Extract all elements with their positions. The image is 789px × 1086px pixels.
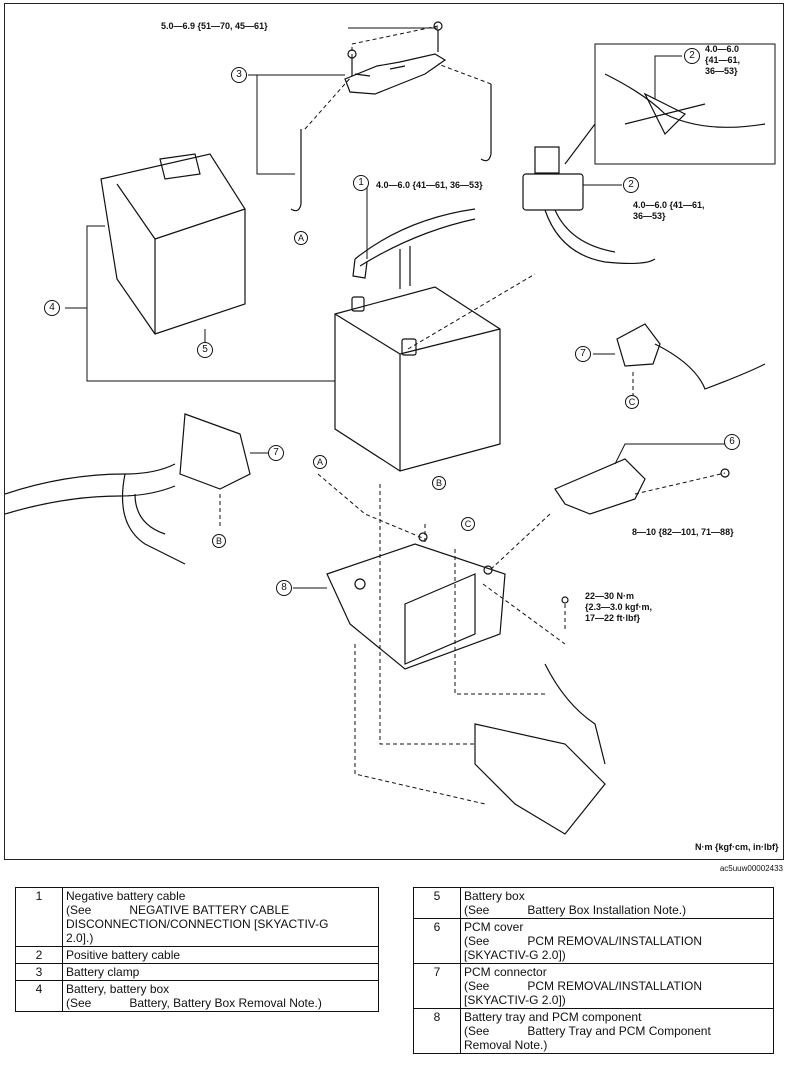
legend-table-right: 5 Battery box (See Battery Box Installati… bbox=[413, 887, 774, 1054]
legend-number: 4 bbox=[15, 980, 63, 1012]
legend-row: 4 Battery, battery box (See Battery, Batt… bbox=[15, 980, 379, 1012]
callout-7-left: 7 bbox=[268, 445, 284, 461]
ref-letter-c-tray: C bbox=[461, 517, 475, 531]
legend-row: 1 Negative battery cable (See NEGATIVE BA… bbox=[15, 887, 379, 947]
legend-description: Battery clamp bbox=[62, 963, 379, 981]
callout-8: 8 bbox=[276, 580, 292, 596]
pcm-cover-drawing bbox=[554, 458, 730, 515]
legend-number: 3 bbox=[15, 963, 63, 981]
torque-clamp-nuts: 5.0—6.9 {51—70, 45—61} bbox=[161, 21, 268, 31]
reference-link-cont[interactable]: 2.0].) bbox=[66, 931, 94, 945]
legend-description: PCM cover (See PCM REMOVAL/INSTALLATION [… bbox=[460, 918, 774, 964]
ref-letter-a: A bbox=[294, 231, 308, 245]
legend-description: PCM connector (See PCM REMOVAL/INSTALLATI… bbox=[460, 963, 774, 1009]
legend-number: 1 bbox=[15, 887, 63, 947]
legend-row: 5 Battery box (See Battery Box Installati… bbox=[413, 887, 774, 919]
legend-table-left: 1 Negative battery cable (See NEGATIVE BA… bbox=[15, 887, 379, 1012]
legend-line: (See PCM REMOVAL/INSTALLATION bbox=[464, 979, 770, 993]
legend-description: Negative battery cable (See NEGATIVE BATT… bbox=[62, 887, 379, 947]
callout-4: 4 bbox=[44, 300, 60, 316]
reference-link-cont[interactable]: DISCONNECTION/CONNECTION [SKYACTIV-G bbox=[66, 917, 329, 931]
reference-link[interactable]: PCM REMOVAL/INSTALLATION bbox=[527, 934, 703, 948]
legend-description: Positive battery cable bbox=[62, 946, 379, 964]
torque-positive-terminal: 4.0—6.0 {41—61, 36—53} bbox=[633, 200, 705, 221]
reference-link[interactable]: Battery Box Installation Note.) bbox=[527, 903, 687, 917]
legend-line: PCM connector bbox=[464, 965, 547, 979]
pcm-bracket-drawing bbox=[474, 663, 606, 835]
torque-negative-terminal: 4.0—6.0 {41—61, 36—53} bbox=[376, 180, 483, 190]
inset-view bbox=[564, 43, 776, 165]
torque-pcm-cover: 8—10 {82—101, 71—88} bbox=[632, 527, 734, 537]
figure-code: ac5uuw00002433 bbox=[719, 864, 783, 873]
legend-line: (See Battery Tray and PCM Component bbox=[464, 1024, 770, 1038]
torque-positive-inset: 4.0—6.0 {41—61, 36—53} bbox=[705, 44, 741, 76]
legend-number: 6 bbox=[413, 918, 461, 964]
legend-row: 2 Positive battery cable bbox=[15, 946, 379, 964]
battery-box-drawing bbox=[100, 153, 246, 335]
ref-letter-b: B bbox=[212, 534, 226, 548]
reference-link-cont[interactable]: Removal Note.) bbox=[464, 1038, 548, 1052]
callout-2-inset: 2 bbox=[684, 48, 700, 64]
legend-row: 3 Battery clamp bbox=[15, 963, 379, 981]
reference-link-cont[interactable]: [SKYACTIV-G 2.0]) bbox=[464, 993, 566, 1007]
positive-cable-drawing bbox=[522, 146, 656, 265]
see-text: (See bbox=[464, 903, 490, 917]
legend-line: (See NEGATIVE BATTERY CABLE bbox=[66, 903, 375, 917]
callout-7: 7 bbox=[575, 346, 591, 362]
units-note: N·m {kgf·cm, in·lbf} bbox=[695, 842, 779, 852]
legend-row: 7 PCM connector (See PCM REMOVAL/INSTALLA… bbox=[413, 963, 774, 1009]
ref-letter-b-tray: B bbox=[432, 476, 446, 490]
reference-link-cont[interactable]: [SKYACTIV-G 2.0]) bbox=[464, 948, 566, 962]
reference-link[interactable]: Battery, Battery Box Removal Note.) bbox=[129, 996, 322, 1010]
exploded-diagram: 5.0—6.9 {51—70, 45—61} 4.0—6.0 {41—61, 3… bbox=[4, 3, 784, 860]
legend-line: Battery tray and PCM component bbox=[464, 1010, 642, 1024]
legend-line: Negative battery cable bbox=[66, 889, 186, 903]
callout-5: 5 bbox=[197, 342, 213, 358]
see-text: (See bbox=[464, 934, 490, 948]
diagram-drawing bbox=[5, 21, 776, 835]
reference-link[interactable]: PCM REMOVAL/INSTALLATION bbox=[527, 979, 703, 993]
legend-number: 2 bbox=[15, 946, 63, 964]
legend-line: Battery, battery box bbox=[66, 982, 170, 996]
see-text: (See bbox=[66, 996, 92, 1010]
negative-cable-drawing bbox=[352, 208, 476, 289]
legend-description: Battery box (See Battery Box Installation… bbox=[460, 887, 774, 919]
legend-line: Battery box bbox=[464, 889, 525, 903]
callout-1: 1 bbox=[353, 175, 369, 191]
legend-description: Battery, battery box (See Battery, Batter… bbox=[62, 980, 379, 1012]
ref-letter-c: C bbox=[625, 395, 639, 409]
legend-line: (See PCM REMOVAL/INSTALLATION bbox=[464, 934, 770, 948]
battery-tray-drawing bbox=[326, 532, 569, 670]
reference-link[interactable]: Battery Tray and PCM Component bbox=[527, 1024, 711, 1038]
legend-line: PCM cover bbox=[464, 920, 524, 934]
pcm-connector-left-drawing bbox=[5, 413, 251, 565]
legend-line: (See Battery, Battery Box Removal Note.) bbox=[66, 996, 375, 1010]
legend-number: 5 bbox=[413, 887, 461, 919]
callout-3: 3 bbox=[231, 67, 247, 83]
battery-drawing bbox=[334, 286, 501, 472]
pcm-connector-drawing bbox=[616, 323, 766, 390]
legend-line: (See Battery Box Installation Note.) bbox=[464, 903, 770, 917]
ref-letter-a-tray: A bbox=[313, 455, 327, 469]
see-text: (See bbox=[464, 979, 490, 993]
battery-clamp-drawing bbox=[290, 21, 492, 212]
legend-row: 6 PCM cover (See PCM REMOVAL/INSTALLATION… bbox=[413, 918, 774, 964]
reference-link[interactable]: NEGATIVE BATTERY CABLE bbox=[129, 903, 290, 917]
callout-6: 6 bbox=[724, 434, 740, 450]
torque-battery-tray: 22—30 N·m {2.3—3.0 kgf·m, 17—22 ft·lbf} bbox=[585, 591, 653, 623]
legend-number: 8 bbox=[413, 1008, 461, 1054]
see-text: (See bbox=[464, 1024, 490, 1038]
see-text: (See bbox=[66, 903, 92, 917]
legend-description: Battery tray and PCM component (See Batte… bbox=[460, 1008, 774, 1054]
legend-number: 7 bbox=[413, 963, 461, 1009]
callout-2: 2 bbox=[623, 177, 639, 193]
